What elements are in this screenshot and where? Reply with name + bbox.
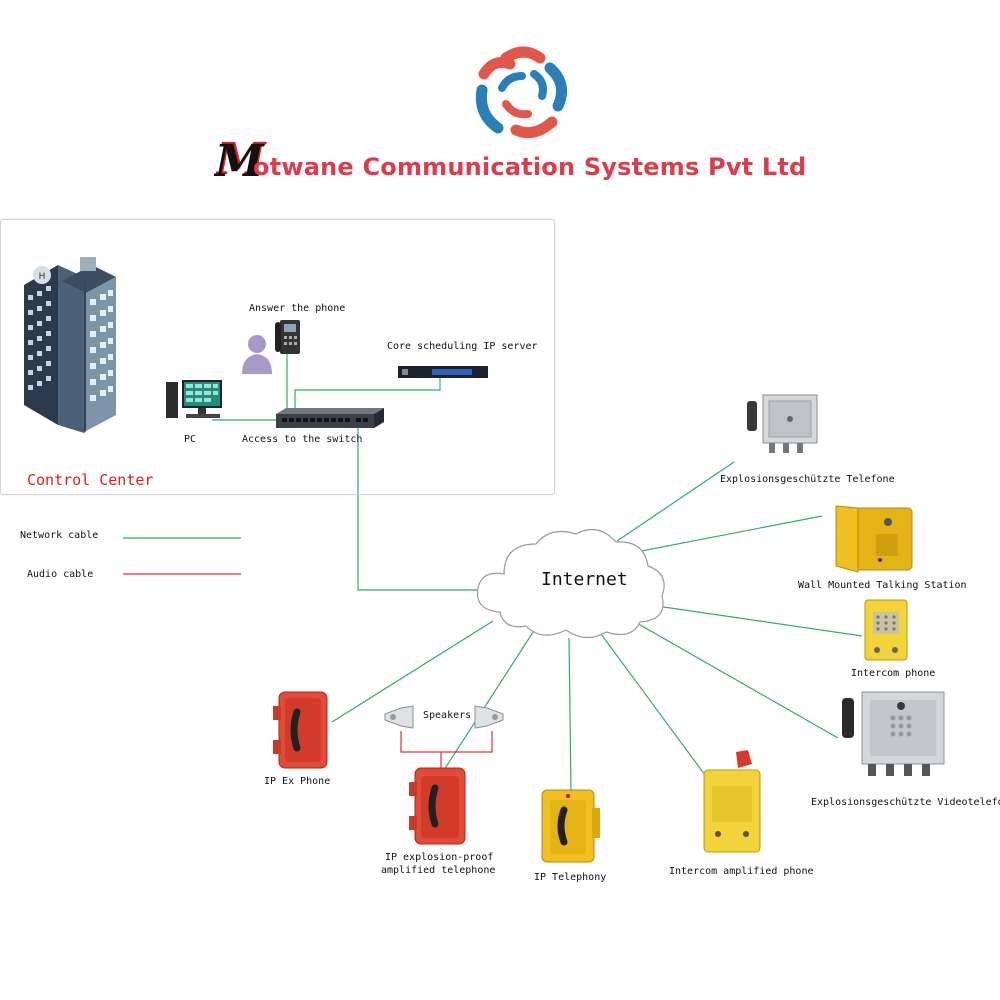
ip-explosion-label-2: amplified telephone: [381, 865, 496, 876]
legend-network-line: [123, 537, 241, 539]
ip-ex-phone-label: IP Ex Phone: [264, 776, 331, 787]
ip-explosion-label-1: IP explosion-proof: [385, 852, 494, 863]
ip-ex-phone-icon: [273, 691, 328, 769]
company-name-text: otwane Communication Systems Pvt Ltd: [253, 153, 807, 181]
line-videotelefone: [627, 617, 839, 739]
legend-audio-line: [123, 573, 241, 575]
core-server-label: Core scheduling IP server: [387, 341, 538, 352]
wall-station-label: Wall Mounted Talking Station: [798, 580, 967, 591]
line-ip-telephony: [568, 637, 572, 791]
control-center-box: [0, 219, 555, 495]
intercom-amplified-label: Intercom amplified phone: [669, 866, 814, 877]
answer-phone-label: Answer the phone: [249, 303, 346, 314]
company-initial: M: [215, 136, 264, 187]
line-switch-internet: [357, 426, 478, 591]
line-ex-telefone: [616, 461, 735, 542]
legend-audio-label: Audio cable: [27, 569, 94, 580]
line-intercom-phone: [649, 604, 863, 637]
ip-explosion-phone-icon: [409, 767, 466, 845]
wall-station-icon: [835, 505, 913, 573]
ex-telefone-icon: [747, 394, 818, 453]
speaker-left-icon: [384, 705, 414, 729]
ip-telephony-icon: [541, 789, 600, 863]
company-name: M otwane Communication Systems Pvt Ltd: [215, 136, 815, 190]
svg-text:H: H: [39, 272, 46, 282]
ex-videotelefone-icon: [842, 691, 945, 776]
ip-telephony-label: IP Telephony: [534, 872, 607, 883]
line-server-switch: [294, 378, 441, 410]
ex-videotelefone-label: Explosionsgeschützte Videotelefone: [811, 797, 1000, 808]
audio-speakers: [400, 731, 493, 753]
intercom-amplified-icon: [703, 750, 761, 853]
switch-label: Access to the switch: [242, 434, 363, 445]
swirl-logo: [475, 46, 568, 139]
server-icon: [398, 366, 488, 378]
internet-cloud: [476, 528, 665, 639]
intercom-phone-icon: [864, 599, 908, 661]
control-center-title: Control Center: [27, 471, 154, 489]
line-intercom-amplified: [600, 633, 706, 776]
building-icon: H: [24, 257, 116, 433]
pc-icon: [166, 380, 222, 418]
line-ip-ex-phone: [331, 620, 494, 723]
pc-label: PC: [184, 434, 197, 445]
legend-network-label: Network cable: [20, 530, 99, 541]
speaker-right-icon: [474, 705, 504, 729]
ex-telefone-label: Explosionsgeschützte Telefone: [720, 474, 895, 485]
speakers-label: Speakers: [423, 710, 472, 721]
line-ip-explosion: [443, 625, 538, 771]
line-wall-station: [630, 515, 823, 554]
internet-label: Internet: [541, 569, 628, 590]
operator-icon: [242, 320, 300, 374]
switch-icon: [276, 408, 384, 428]
intercom-phone-label: Intercom phone: [851, 668, 936, 679]
